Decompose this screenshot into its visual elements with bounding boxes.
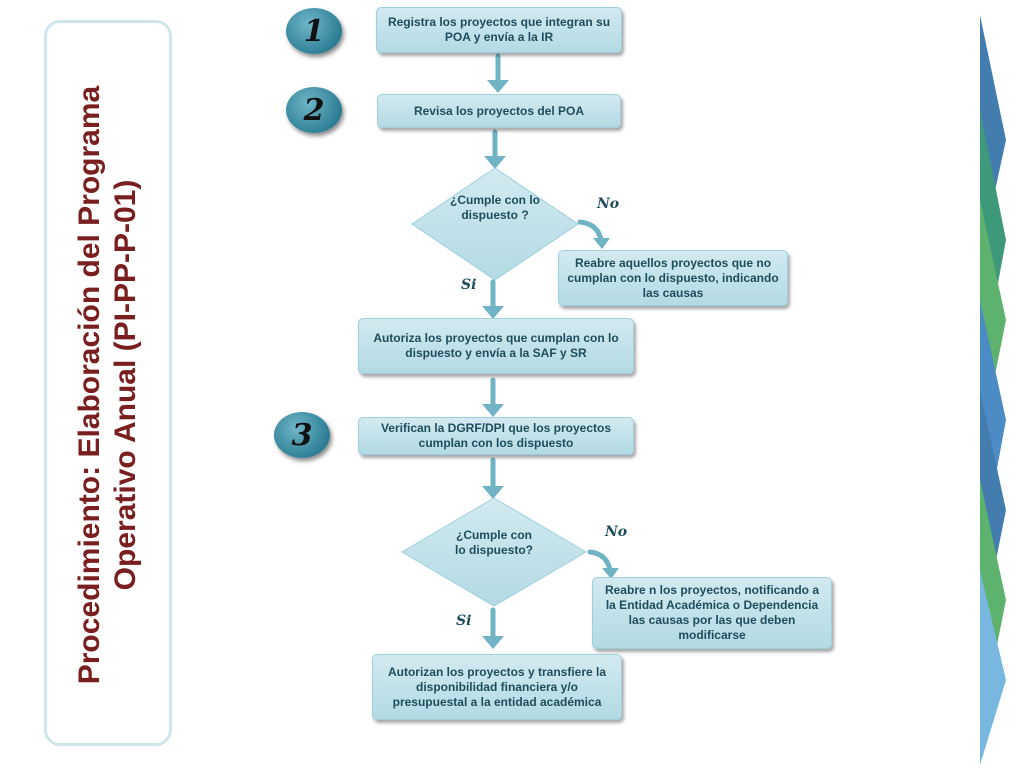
process-box-reopen-2: Reabre n los proyectos, notificando a la… [592,577,832,649]
label-no-1: No [597,196,620,212]
step-badge-3: 3 [274,412,330,458]
decision-text-2: ¿Cumple con lo dispuesto? [455,528,533,557]
label-si-1: Si [461,277,477,293]
arrow-no-2 [587,549,613,573]
title-panel [44,20,172,746]
decorative-ribbon [980,15,1006,765]
decision-text-1: ¿Cumple con lo dispuesto ? [450,193,540,222]
step-badge-1: 1 [286,8,342,54]
process-box-transfer: Autorizan los proyectos y transfiere la … [372,654,622,720]
process-box-authorize: Autoriza los proyectos que cumplan con l… [358,318,634,374]
decision-diamond-2 [401,497,587,607]
process-box-review: Revisa los proyectos del POA [377,94,621,128]
process-box-reopen-1: Reabre aquellos proyectos que no cumplan… [558,250,788,306]
label-no-2: No [605,524,628,540]
step-badge-2: 2 [286,87,342,133]
decision-diamond-1 [411,167,579,281]
process-box-register: Registra los proyectos que integran su P… [376,7,622,53]
process-box-verify: Verifican la DGRF/DPI que los proyectos … [358,417,634,455]
arrow-no-1 [577,219,604,243]
label-si-2: Si [456,613,472,629]
